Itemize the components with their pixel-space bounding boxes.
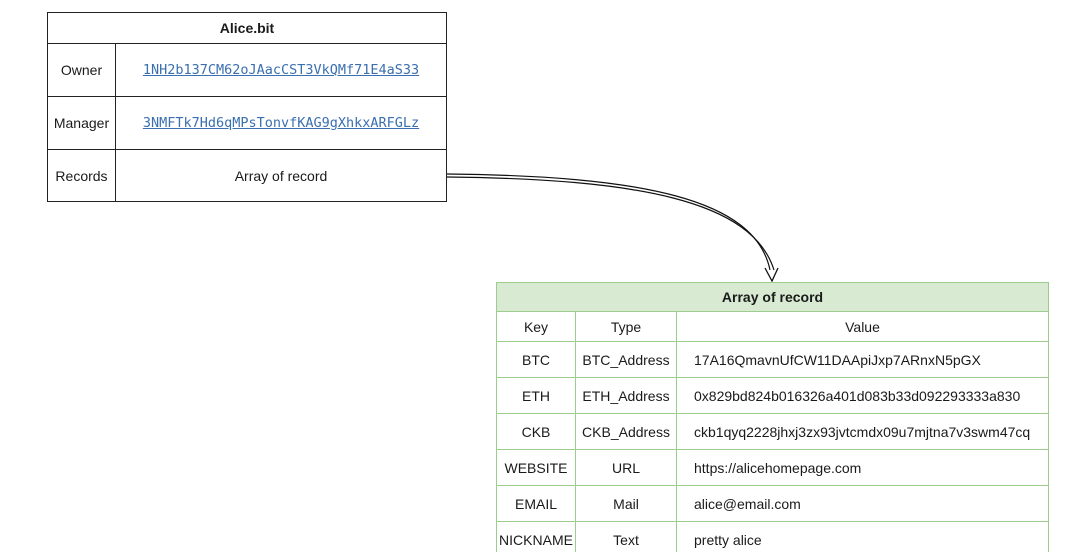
records-key: Records xyxy=(48,150,116,202)
record-type: URL xyxy=(576,450,677,485)
arrowhead-icon xyxy=(764,267,779,283)
manager-row: Manager 3NMFTk7Hd6qMPsTonvfKAG9gXhkxARFG… xyxy=(48,97,446,150)
table-row: WEBSITE URL https://alicehomepage.com xyxy=(497,450,1048,486)
owner-key: Owner xyxy=(48,44,116,96)
record-type: BTC_Address xyxy=(576,342,677,377)
connector-line-double xyxy=(446,176,775,271)
connector-line xyxy=(446,173,771,271)
record-key: NICKNAME xyxy=(497,522,576,552)
record-value: https://alicehomepage.com xyxy=(694,459,862,476)
record-value: pretty alice xyxy=(694,531,762,548)
records-row: Records Array of record xyxy=(48,150,446,202)
records-header-row: Key Type Value xyxy=(497,312,1048,342)
alice-bit-table: Alice.bit Owner 1NH2b137CM62oJAacCST3VkQ… xyxy=(47,12,447,202)
header-type: Type xyxy=(576,312,677,341)
records-value: Array of record xyxy=(234,168,328,184)
manager-address-link[interactable]: 3NMFTk7Hd6qMPsTonvfKAG9gXhkxARFGLz xyxy=(142,115,420,131)
table-row: CKB CKB_Address ckb1qyq2228jhxj3zx93jvtc… xyxy=(497,414,1048,450)
array-of-record-table: Array of record Key Type Value BTC BTC_A… xyxy=(496,282,1049,552)
record-type: CKB_Address xyxy=(576,414,677,449)
record-type: ETH_Address xyxy=(576,378,677,413)
record-type: Mail xyxy=(576,486,677,521)
owner-address-link[interactable]: 1NH2b137CM62oJAacCST3VkQMf71E4aS33 xyxy=(142,62,420,78)
header-value: Value xyxy=(845,318,880,335)
record-value: ckb1qyq2228jhxj3zx93jvtcmdx09u7mjtna7v3s… xyxy=(694,423,1031,440)
record-value: 17A16QmavnUfCW11DAApiJxp7ARnxN5pGX xyxy=(694,351,981,368)
record-key: CKB xyxy=(497,414,576,449)
table-row: NICKNAME Text pretty alice xyxy=(497,522,1048,552)
record-value: alice@email.com xyxy=(694,495,801,512)
records-table-title: Array of record xyxy=(497,283,1048,312)
alice-bit-title: Alice.bit xyxy=(48,13,446,44)
table-row: BTC BTC_Address 17A16QmavnUfCW11DAApiJxp… xyxy=(497,342,1048,378)
record-key: ETH xyxy=(497,378,576,413)
owner-row: Owner 1NH2b137CM62oJAacCST3VkQMf71E4aS33 xyxy=(48,44,446,97)
table-row: ETH ETH_Address 0x829bd824b016326a401d08… xyxy=(497,378,1048,414)
record-type: Text xyxy=(576,522,677,552)
header-key: Key xyxy=(497,312,576,341)
record-value: 0x829bd824b016326a401d083b33d092293333a8… xyxy=(694,387,1021,404)
record-key: EMAIL xyxy=(497,486,576,521)
manager-key: Manager xyxy=(48,97,116,149)
record-key: BTC xyxy=(497,342,576,377)
table-row: EMAIL Mail alice@email.com xyxy=(497,486,1048,522)
record-key: WEBSITE xyxy=(497,450,576,485)
